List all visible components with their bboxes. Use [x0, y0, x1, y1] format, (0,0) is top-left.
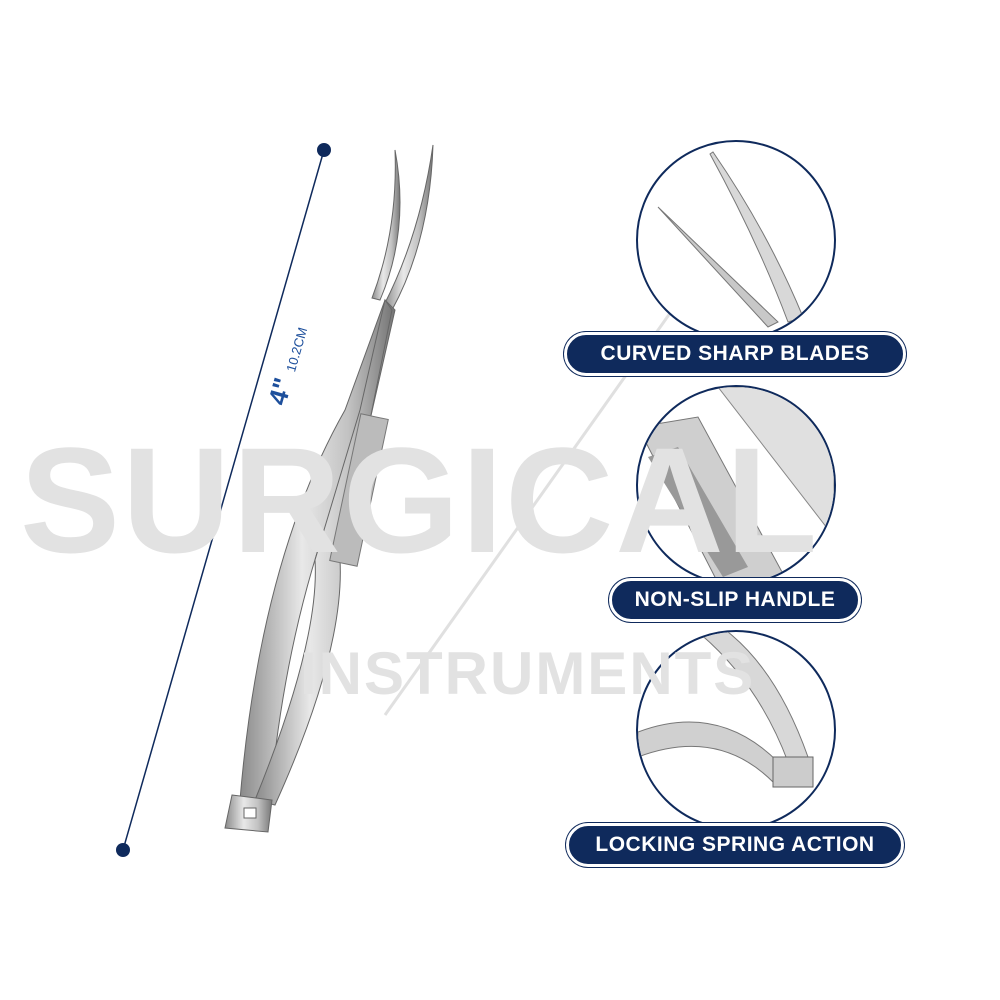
dimension-line — [122, 149, 325, 851]
watermark-surgical: SURGICAL — [20, 416, 820, 584]
dimension-dot-top — [317, 143, 331, 157]
feature-label-non-slip-handle: NON-SLIP HANDLE — [609, 578, 861, 622]
feature-label-curved-blades: CURVED SHARP BLADES — [564, 332, 906, 376]
feature-label-locking-spring: LOCKING SPRING ACTION — [566, 823, 904, 867]
dimension-dot-bottom — [116, 843, 130, 857]
detail-circle-handle — [636, 385, 836, 585]
detail-circle-blades — [636, 140, 836, 340]
detail-circle-spring — [636, 630, 836, 830]
watermark-instruments: INSTRUMENTS — [300, 640, 756, 707]
